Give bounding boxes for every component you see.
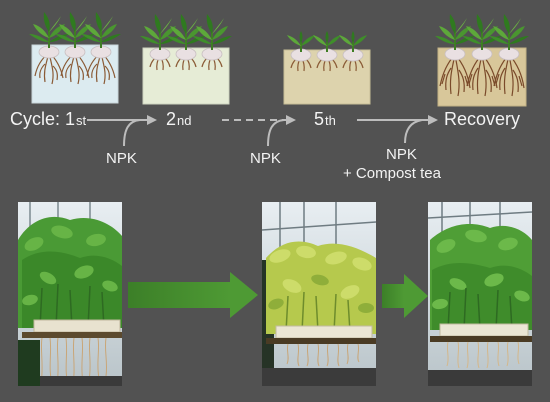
label-cycle-2: 2nd (166, 109, 192, 129)
label-npk-compost: + Compost tea (343, 165, 441, 182)
label-cycle-1: Cycle: 1st (10, 109, 87, 129)
label-cycle-5: 5th (314, 109, 336, 129)
arrow-2-to-5-dashed (222, 115, 296, 125)
photo-cycle-5 (261, 202, 377, 386)
npk-input-arrow-3 (404, 119, 423, 144)
label-npk-3: NPK (386, 146, 417, 163)
label-npk-1: NPK (106, 150, 137, 167)
schematic-layer (28, 11, 530, 147)
npk-input-arrow-1 (123, 119, 141, 147)
arrow-5-to-recovery (357, 115, 438, 125)
label-recovery: Recovery (444, 109, 521, 129)
photo-recovery (427, 202, 533, 386)
green-arrow-1 (128, 272, 258, 318)
npk-input-arrow-2 (267, 119, 285, 147)
tank-cycle-1 (28, 11, 122, 104)
photo-layer (18, 202, 533, 386)
tank-recovery (434, 13, 530, 107)
photo-cycle-1 (18, 202, 122, 386)
label-npk-2: NPK (250, 150, 281, 167)
tank-cycle-5 (283, 30, 371, 105)
arrow-1-to-2 (87, 115, 157, 125)
green-arrow-2 (382, 274, 428, 318)
tank-cycle-2 (139, 13, 233, 105)
